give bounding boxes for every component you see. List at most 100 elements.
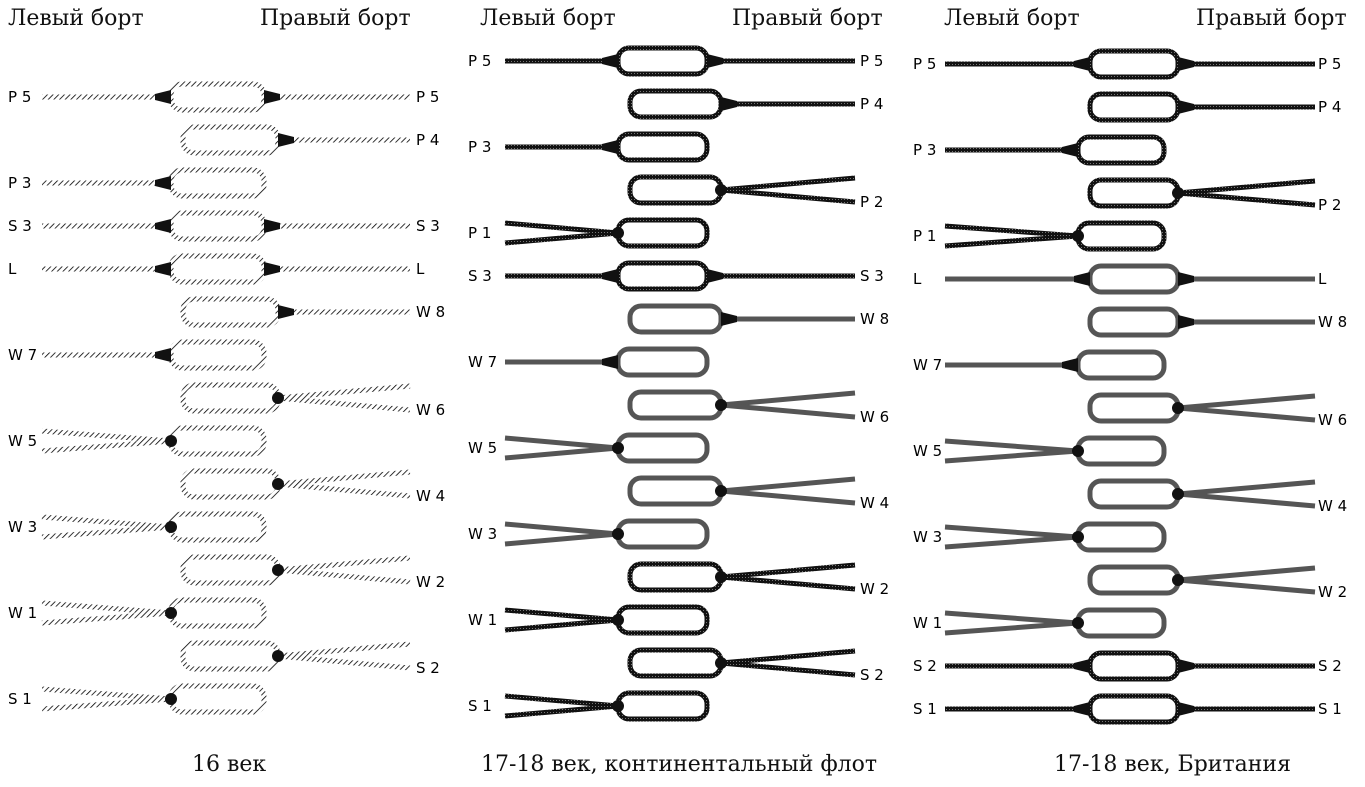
throat bbox=[1178, 702, 1194, 716]
shroud-label-right: S 2 bbox=[1318, 657, 1342, 675]
shroud-leg-upper bbox=[1177, 479, 1316, 497]
seizing bbox=[165, 693, 177, 705]
shroud-leg-upper bbox=[504, 607, 619, 623]
shroud-loop bbox=[180, 554, 281, 586]
shroud-row: W 1 bbox=[913, 607, 1167, 639]
shroud-loop bbox=[1087, 177, 1181, 209]
throat bbox=[278, 133, 294, 147]
throat bbox=[1178, 272, 1194, 286]
shroud-leg-lower bbox=[944, 448, 1079, 464]
throat bbox=[1178, 659, 1194, 673]
shroud-row: W 6 bbox=[627, 389, 889, 426]
shroud-row: W 1 bbox=[468, 604, 710, 636]
throat bbox=[721, 97, 737, 111]
shroud-row: W 7 bbox=[468, 346, 710, 378]
shroud-row: P 1 bbox=[913, 220, 1167, 252]
shroud-row: W 5 bbox=[468, 432, 710, 464]
throat bbox=[1178, 100, 1194, 114]
seizing bbox=[715, 485, 727, 497]
shroud-label-right: P 5 bbox=[1318, 55, 1341, 73]
shroud-row: P 4 bbox=[1087, 91, 1341, 123]
shroud-label-right: W 4 bbox=[416, 487, 445, 505]
panel-2-left-title: Левый борт bbox=[480, 6, 616, 31]
shroud-row: W 2 bbox=[180, 554, 445, 591]
seizing bbox=[272, 650, 284, 662]
shroud-label-right: L bbox=[416, 260, 425, 278]
throat bbox=[264, 262, 280, 276]
shroud-row: P 2 bbox=[627, 174, 883, 211]
shroud-loop bbox=[1087, 650, 1181, 682]
shroud-leg-upper bbox=[41, 600, 172, 616]
seizing bbox=[1072, 617, 1084, 629]
shroud-leg-upper bbox=[504, 435, 619, 451]
shroud-leg-lower bbox=[720, 574, 856, 592]
shroud-leg-lower bbox=[944, 233, 1079, 249]
seizing bbox=[715, 657, 727, 669]
seizing bbox=[1172, 574, 1184, 586]
shroud-label-left: W 3 bbox=[468, 525, 497, 543]
shroud-row: W 4 bbox=[627, 475, 889, 512]
shroud-row: P 1 bbox=[468, 217, 710, 249]
shroud-row: P 4 bbox=[627, 88, 883, 120]
shroud-label-left: W 7 bbox=[468, 353, 497, 371]
shroud-leg-lower bbox=[504, 531, 619, 547]
seizing bbox=[272, 392, 284, 404]
shroud-leg-lower bbox=[504, 703, 619, 719]
panel-2-right-title: Правый борт bbox=[732, 6, 883, 31]
shroud-loop bbox=[168, 81, 267, 113]
shroud-loop bbox=[1087, 48, 1181, 80]
shroud-leg-lower bbox=[720, 402, 856, 420]
seizing bbox=[272, 478, 284, 490]
shroud-leg-lower bbox=[277, 567, 411, 585]
shroud-leg-lower bbox=[41, 610, 172, 626]
shroud-label-right: S 2 bbox=[860, 666, 884, 684]
throat bbox=[1074, 702, 1090, 716]
shroud-leg-upper bbox=[720, 562, 856, 580]
shroud-label-left: W 1 bbox=[913, 614, 942, 632]
shroud-row: W 7 bbox=[913, 349, 1167, 381]
throat bbox=[602, 269, 618, 283]
shroud-label-right: W 2 bbox=[1318, 583, 1347, 601]
shroud-row: W 8 bbox=[627, 303, 889, 335]
shroud-loop bbox=[615, 131, 710, 163]
shroud-label-left: W 3 bbox=[8, 518, 37, 536]
shroud-loop bbox=[627, 561, 724, 593]
seizing bbox=[1172, 187, 1184, 199]
seizing bbox=[715, 184, 727, 196]
shroud-leg-lower bbox=[1177, 405, 1316, 423]
shroud-row: S 1 bbox=[8, 683, 267, 715]
shroud-label-left: S 3 bbox=[468, 267, 492, 285]
shroud-loop bbox=[168, 339, 267, 371]
throat bbox=[1074, 659, 1090, 673]
shroud-label-right: W 2 bbox=[416, 573, 445, 591]
throat bbox=[721, 312, 737, 326]
shroud-loop bbox=[168, 253, 267, 285]
seizing bbox=[165, 435, 177, 447]
shroud-loop bbox=[615, 518, 710, 550]
shroud-loop bbox=[1087, 564, 1181, 596]
throat bbox=[707, 54, 723, 68]
shroud-loop bbox=[1075, 521, 1167, 553]
seizing bbox=[165, 607, 177, 619]
shroud-row: W 5 bbox=[8, 425, 267, 457]
throat bbox=[1074, 272, 1090, 286]
shroud-label-left: W 5 bbox=[8, 432, 37, 450]
shroud-row: W 2 bbox=[627, 561, 889, 598]
shroud-label-right: S 1 bbox=[1318, 700, 1342, 718]
shroud-label-left: L bbox=[913, 270, 922, 288]
shroud-leg-upper bbox=[720, 648, 856, 666]
shroud-label-left: S 1 bbox=[8, 690, 32, 708]
shroud-row: P 4 bbox=[180, 124, 439, 156]
shroud-loop bbox=[627, 389, 724, 421]
shroud-label-right: W 8 bbox=[860, 310, 889, 328]
shroud-label-left: P 5 bbox=[913, 55, 936, 73]
shroud-loop bbox=[1087, 91, 1181, 123]
seizing bbox=[612, 700, 624, 712]
shroud-loop bbox=[180, 382, 281, 414]
